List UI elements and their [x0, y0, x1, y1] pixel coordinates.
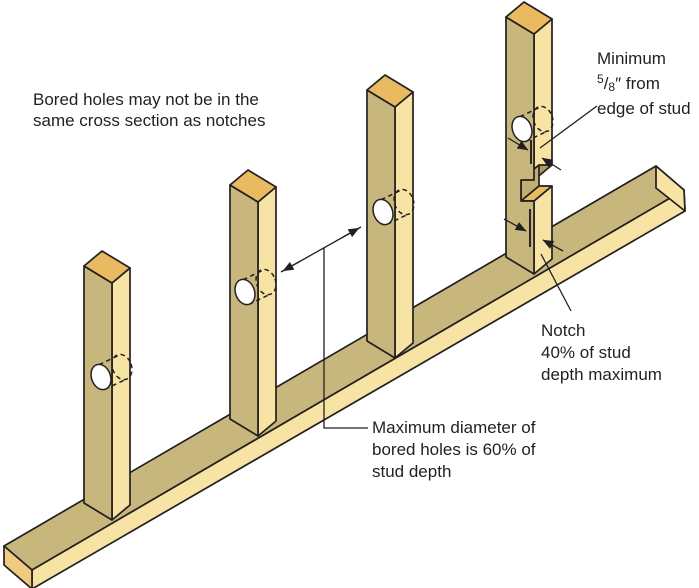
stud-1-side-face: [111, 267, 131, 521]
minimum-edge-leader-line: [539, 105, 598, 149]
stud-3-bored-hole-back-outline: [393, 188, 415, 216]
minimum-edge-note: Minimum 5/8″ from edge of stud: [597, 48, 691, 119]
stud-1-bored-hole-back-outline: [111, 353, 133, 381]
stud-3-side-face: [394, 91, 414, 359]
stud-1-top-face: [83, 250, 131, 284]
lower-dimension-arrow-left: [503, 218, 527, 232]
bored-holes-note-line1: Bored holes may not be in the: [33, 90, 259, 109]
fraction-numerator: 5: [597, 72, 604, 86]
bottom-plate-left-end-face: [3, 545, 33, 588]
stud-3-bored-hole-top-edge: [380, 189, 403, 201]
max-diameter-leader-line: [323, 248, 368, 429]
stud-1: [83, 250, 133, 521]
notch-leader-line: [540, 253, 572, 312]
upper-dimension-arrow-left: [507, 137, 529, 151]
max-diameter-note-line3: stud depth: [372, 462, 452, 481]
annotation-lines: [280, 105, 598, 429]
stud-1-bored-hole: [90, 363, 112, 391]
stud-3-top-face: [366, 74, 414, 108]
notch-note-line1: Notch: [541, 321, 586, 340]
stud-2-bored-hole-back-outline: [255, 268, 277, 296]
max-diameter-note-line2: bored holes is 60% of: [372, 440, 536, 459]
minimum-edge-note-line2-suffix: ″ from: [615, 74, 660, 93]
fraction-denominator: 8: [608, 80, 616, 94]
stud-4-bored-hole-top-edge: [519, 106, 542, 118]
lower-dimension-arrow-right: [542, 239, 564, 252]
stud-2-bored-hole: [234, 278, 256, 306]
stud-1-front-face: [83, 265, 113, 521]
notch-note-line3: depth maximum: [541, 365, 662, 384]
stud-2-front-face: [229, 184, 259, 437]
max-diameter-note: Maximum diameter of bored holes is 60% o…: [372, 417, 536, 483]
notch-note-line2: 40% of stud: [541, 343, 631, 362]
stud-4-side-face-above-notch: [533, 18, 553, 181]
stud-2: [229, 169, 277, 437]
bored-holes-note: Bored holes may not be in the same cross…: [33, 89, 265, 131]
upper-dimension-arrow-right: [541, 157, 562, 171]
bored-holes-arrow-right: [341, 227, 360, 239]
bottom-plate: [3, 165, 686, 588]
minimum-edge-note-line3: edge of stud: [597, 99, 691, 118]
bored-holes-note-line2: same cross section as notches: [33, 111, 266, 130]
notch-note: Notch 40% of stud depth maximum: [541, 320, 662, 386]
minimum-edge-note-line1: Minimum: [597, 49, 666, 68]
minimum-edge-note-line2: 5/8″ from: [597, 69, 691, 98]
stud-2-bored-hole-top-edge: [242, 269, 265, 281]
stud-2-top-face: [229, 169, 277, 203]
stud-4-with-notch: [505, 1, 554, 275]
stud-2-side-face: [257, 186, 277, 437]
stud-1-bored-hole-top-edge: [98, 354, 121, 366]
stud-3-bored-hole: [372, 198, 394, 226]
bottom-plate-right-end-face: [655, 165, 686, 212]
max-diameter-note-line1: Maximum diameter of: [372, 418, 536, 437]
fraction-slash: /: [603, 74, 609, 93]
stud-4-top-face: [505, 1, 553, 35]
bored-holes-arrow-left: [282, 260, 301, 272]
stud-3: [366, 74, 415, 359]
